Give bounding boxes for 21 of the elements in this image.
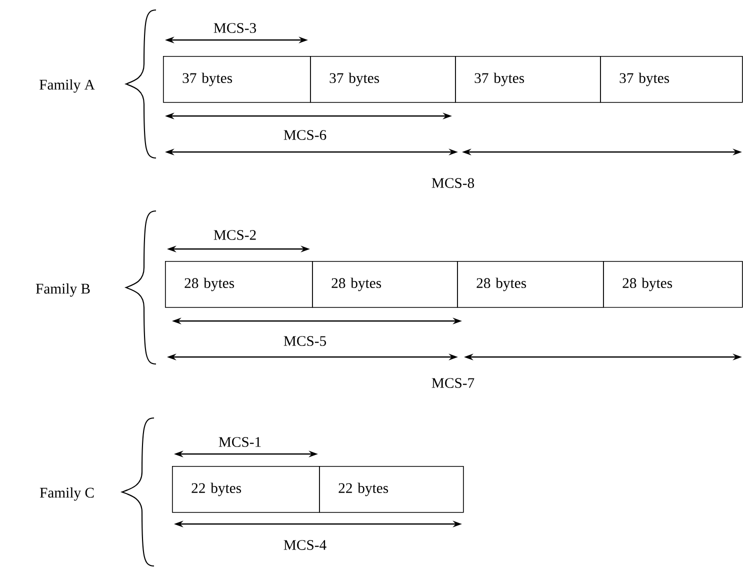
byte-block: 28 bytes: [457, 261, 604, 308]
family-label: Family C: [40, 487, 94, 501]
family-label: Family B: [36, 283, 90, 297]
scheme-label: MCS-3: [214, 23, 256, 33]
byte-block: 22 bytes: [172, 466, 320, 513]
family-label: Family A: [40, 79, 95, 93]
scheme-label: MCS-1: [218, 437, 261, 447]
scheme-label: MCS-6: [284, 130, 326, 140]
scheme-label: MCS-5: [284, 336, 326, 346]
byte-block: 37 bytes: [455, 56, 601, 103]
byte-block: 28 bytes: [603, 261, 743, 308]
byte-block: 22 bytes: [319, 466, 464, 513]
byte-block: 28 bytes: [312, 261, 458, 308]
scheme-label: MCS-7: [432, 378, 474, 388]
scheme-label: MCS-8: [432, 178, 474, 188]
byte-block: 37 bytes: [600, 56, 743, 103]
scheme-label: MCS-2: [214, 230, 256, 240]
byte-block: 28 bytes: [165, 261, 313, 308]
byte-block: 37 bytes: [310, 56, 456, 103]
byte-block: 37 bytes: [163, 56, 311, 103]
scheme-label: MCS-4: [284, 540, 326, 550]
